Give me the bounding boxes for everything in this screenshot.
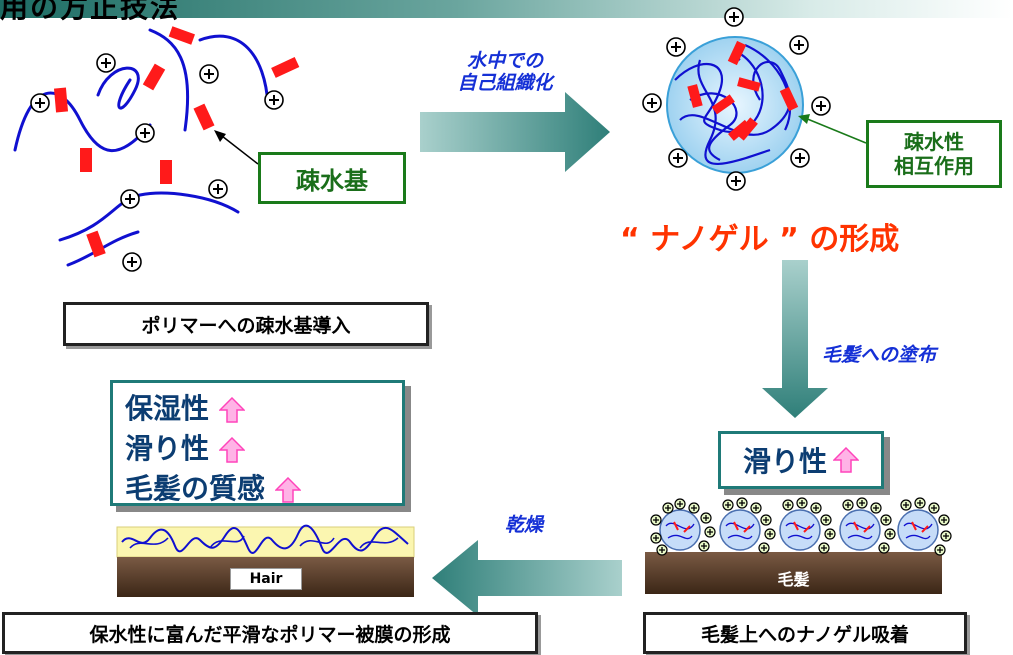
- adsorbed-nanogels: [650, 497, 952, 556]
- apply-to-hair-label: 毛髪への塗布: [822, 344, 937, 366]
- pointer-line: [221, 135, 259, 165]
- drying-label: 乾燥: [505, 514, 544, 536]
- slip-property-box: 滑り性: [718, 431, 884, 489]
- hydrophobic-group-label: 疎水基: [258, 152, 406, 204]
- hair-substrate-right: [645, 552, 942, 594]
- increase-arrow-icon: [219, 397, 245, 423]
- slip-property-label: 滑り性: [742, 445, 827, 478]
- step3-caption: 毛髪上へのナノゲル吸着: [643, 612, 967, 654]
- step1-caption: ポリマーへの疎水基導入: [63, 302, 429, 346]
- increase-arrow-icon: [833, 447, 859, 473]
- hydrophobic-groups: [53, 26, 300, 258]
- increase-arrow-icon: [275, 477, 301, 503]
- page-title: 用の方正技法: [0, 0, 181, 24]
- interaction-line1: 疎水性: [904, 130, 964, 154]
- step4-caption: 保水性に富んだ平滑なポリマー被膜の形成: [2, 612, 538, 654]
- self-assembly-label-line2: 自己組織化: [457, 72, 553, 94]
- property-texture: 毛髪の質感: [125, 469, 402, 509]
- property-moisture: 保湿性: [125, 389, 402, 429]
- header-band: [0, 0, 1013, 18]
- nanogel-formation-caption: “ ナノゲル ” の形成: [620, 222, 900, 257]
- hydrophobic-interaction-label: 疎水性 相互作用: [866, 120, 1002, 188]
- interaction-line2: 相互作用: [894, 154, 974, 178]
- arrow-self-assembly: [420, 92, 610, 172]
- polymer-chains: [13, 28, 270, 267]
- nanogel-sphere: [642, 7, 831, 191]
- polymer-film: [116, 526, 415, 558]
- arrow-apply-to-hair: [762, 260, 828, 418]
- property-slip: 滑り性: [125, 429, 402, 469]
- self-assembly-label-line1: 水中での: [466, 50, 543, 72]
- self-assembly-label: 水中での 自己組織化: [440, 50, 570, 94]
- increase-arrow-icon: [219, 437, 245, 463]
- film-polymer-chain: [121, 524, 409, 554]
- arrow-drying: [432, 540, 622, 616]
- properties-box: 保湿性 滑り性 毛髪の質感: [110, 380, 405, 506]
- hair-label-right: 毛髪: [777, 570, 810, 589]
- hair-label-left: Hair: [230, 568, 302, 590]
